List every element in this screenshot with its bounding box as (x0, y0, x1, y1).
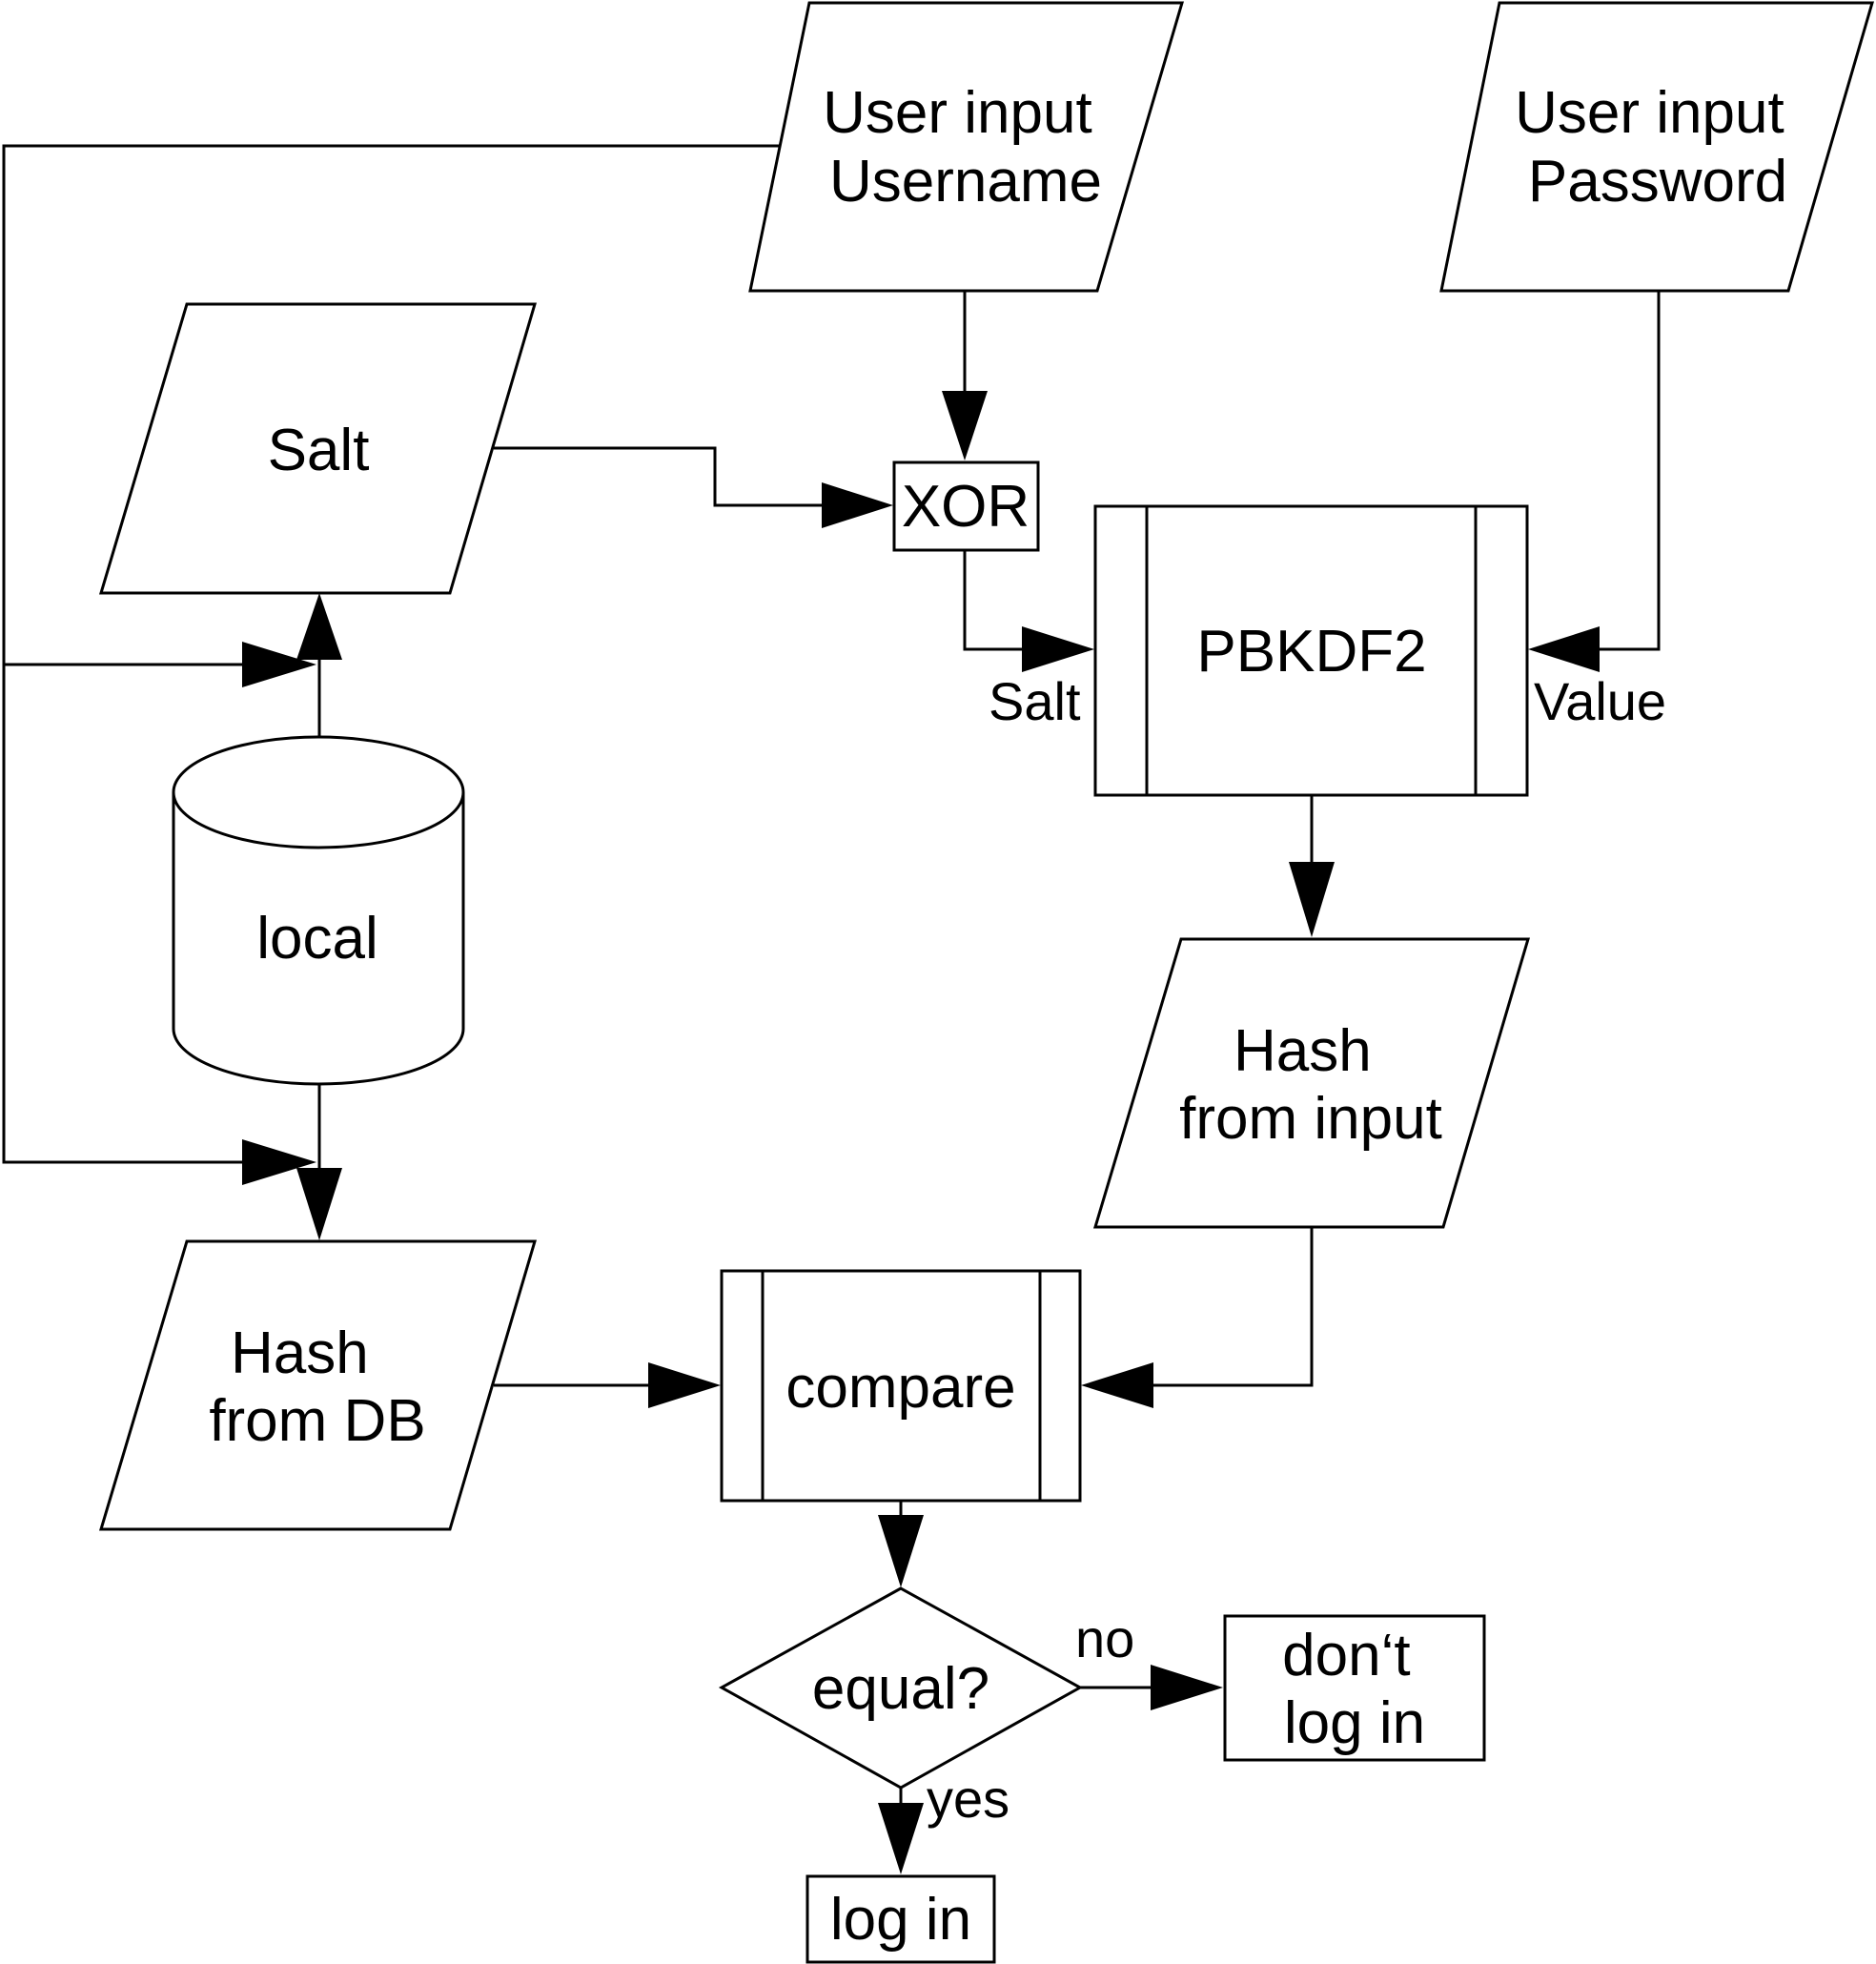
edge-password-to-pbkdf2 (1582, 291, 1661, 651)
arrowhead-bus-branch-hash-db (242, 1139, 316, 1185)
xor-shape (892, 460, 1040, 552)
node-hash-from-input: Hash from input (1092, 937, 1531, 1229)
decision-no-label: no (1075, 1608, 1134, 1668)
pbkdf2-value-port-label: Value (1534, 671, 1666, 731)
arrowhead-salt-to-xor (822, 482, 893, 528)
local-db-top-rim (172, 791, 465, 849)
arrowhead-pbkdf2-to-hash-input (1289, 862, 1335, 937)
edge-hash-input-to-compare (1134, 1227, 1314, 1387)
node-password-input: User input Password (1439, 1, 1874, 293)
xor-label: XOR (902, 474, 1030, 540)
log-in-label: log in (830, 1887, 971, 1953)
decision-yes-label: yes (927, 1769, 1009, 1829)
compare-label: compare (785, 1355, 1015, 1421)
node-dont-log-in: don‘t log in (1223, 1614, 1486, 1762)
edge-username-to-left-bus (2, 144, 789, 1164)
arrowhead-username-to-xor (942, 391, 988, 460)
edges (2, 144, 1661, 1874)
arrowhead-equal-to-dont-log-in (1151, 1665, 1223, 1710)
hash-from-input-shape (1092, 937, 1531, 1229)
node-compare: compare (720, 1269, 1082, 1503)
edge-salt-to-xor (494, 446, 839, 507)
arrowhead-hash-db-to-compare (648, 1362, 721, 1408)
node-username-input: User input Username (748, 1, 1185, 293)
node-hash-from-db: Hash from DB (98, 1239, 538, 1531)
salt-label: Salt (268, 418, 370, 483)
hash-from-input-label: Hash from input (1179, 1018, 1442, 1152)
salt-shape (98, 302, 538, 595)
arrowhead-local-to-salt (296, 593, 342, 660)
arrowhead-bus-branch-salt (242, 642, 316, 687)
arrowhead-local-to-hash-db (296, 1168, 342, 1240)
edge-labels: Salt Value no yes (927, 671, 1666, 1829)
pbkdf2-shape (1093, 504, 1529, 797)
compare-shape (720, 1269, 1082, 1503)
nodes: User input Username User input Password … (98, 1, 1874, 1964)
node-pbkdf2: PBKDF2 (1093, 504, 1529, 797)
node-equal-decision: equal? (718, 1586, 1084, 1790)
hash-from-db-shape (98, 1239, 538, 1531)
log-in-shape (805, 1874, 996, 1964)
arrowhead-compare-to-equal (878, 1515, 924, 1587)
node-log-in: log in (805, 1874, 996, 1964)
equal-decision-shape (718, 1586, 1084, 1790)
username-input-shape (748, 1, 1185, 293)
arrowhead-hash-input-to-compare (1081, 1362, 1153, 1408)
arrowhead-equal-to-log-in (878, 1803, 924, 1874)
node-salt: Salt (98, 302, 538, 595)
pbkdf2-salt-port-label: Salt (989, 671, 1081, 731)
node-local-db: local (172, 735, 465, 1086)
dont-log-in-shape (1223, 1614, 1486, 1762)
username-input-label: User input Username (823, 80, 1109, 215)
local-db-label: local (256, 906, 378, 972)
password-input-label: User input Password (1515, 80, 1801, 215)
pbkdf2-label: PBKDF2 (1196, 619, 1426, 685)
arrowhead-xor-to-pbkdf2 (1022, 626, 1094, 672)
password-input-shape (1439, 1, 1874, 293)
node-xor: XOR (892, 460, 1040, 552)
local-db-shape (172, 735, 465, 1086)
arrowhead-password-to-pbkdf2 (1528, 626, 1600, 672)
edge-xor-to-pbkdf2 (963, 550, 1039, 651)
hash-from-db-label: Hash from DB (209, 1320, 425, 1454)
dont-log-in-label: don‘t log in (1282, 1623, 1427, 1756)
equal-decision-label: equal? (812, 1656, 989, 1722)
